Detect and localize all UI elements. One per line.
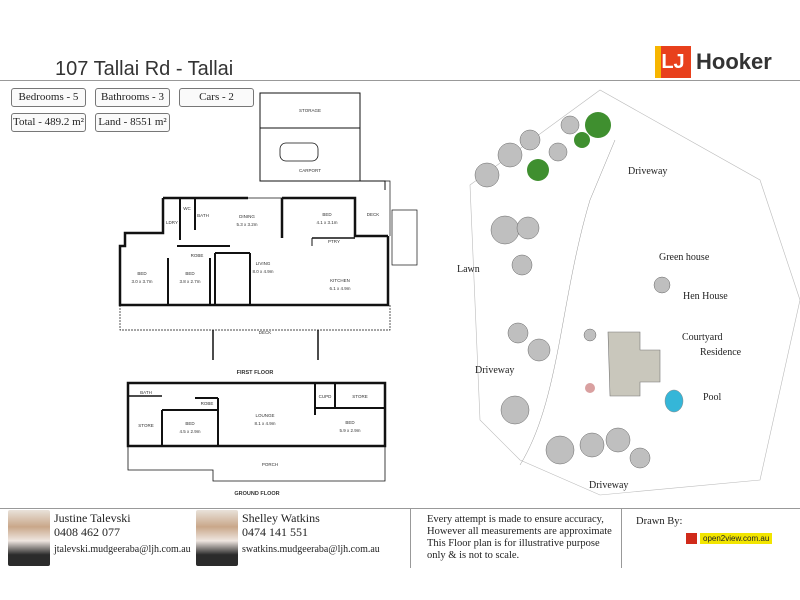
room-kitchen-size: 6.1 x 4.9m — [329, 286, 350, 291]
stat-bedrooms: Bedrooms - 5 — [11, 88, 86, 107]
room-dining: DINING — [239, 214, 255, 219]
room-wc: WC — [183, 206, 191, 211]
gf-lounge-size: 8.1 x 4.9m — [254, 421, 275, 426]
residence-roof — [607, 331, 661, 397]
stat-total: Total - 489.2 m² — [11, 113, 86, 132]
open2view-text: open2view.com.au — [700, 533, 773, 544]
gf-bath: BATH — [140, 390, 152, 395]
gf-bed-1-size: 4.5 x 2.9m — [179, 429, 200, 434]
gf-bed-2: BED — [345, 420, 355, 425]
site-plan — [469, 89, 800, 496]
agent-photo-1 — [8, 510, 50, 566]
footer-divider — [0, 508, 800, 509]
car-icon — [279, 142, 319, 162]
room-ldry: LDRY — [166, 220, 178, 225]
agent-email[interactable]: swatkins.mudgeeraba@ljh.com.au — [242, 543, 380, 555]
stat-cars: Cars - 2 — [179, 88, 254, 107]
room-living: LIVING — [256, 261, 271, 266]
header-divider — [0, 80, 800, 81]
logo-hooker: Hooker — [696, 49, 772, 74]
room-deck-top: DECK — [367, 212, 380, 217]
label-driveway-bottom: Driveway — [589, 480, 629, 491]
lj-hooker-logo: LJ Hooker — [655, 46, 779, 78]
label-courtyard: Courtyard — [682, 332, 723, 343]
room-robe: ROBE — [191, 253, 204, 258]
carport-outline — [259, 92, 361, 182]
footer-separator — [410, 508, 411, 568]
room-bed-1: BED — [322, 212, 332, 217]
agent-name: Justine Talevski — [54, 511, 131, 525]
ground-floor-caption: GROUND FLOOR — [234, 491, 279, 497]
room-bed-2-size: 3.0 x 3.7m — [131, 279, 152, 284]
drawn-by-label: Drawn By: — [636, 516, 683, 527]
gf-store-2: STORE — [352, 394, 367, 399]
label-driveway-left: Driveway — [475, 365, 515, 376]
open2view-logo[interactable]: open2view.com.au — [686, 533, 773, 544]
gf-porch: PORCH — [262, 462, 278, 467]
gf-cupd: CUPD — [319, 394, 333, 399]
room-bath: BATH — [197, 213, 209, 218]
agent-phone[interactable]: 0474 141 551 — [242, 525, 308, 540]
room-bed-1-size: 4.1 x 3.1m — [316, 220, 337, 225]
first-floor-caption: FIRST FLOOR — [237, 370, 274, 376]
agent-card-1: Justine Talevski 0408 462 077 jtalevski.… — [54, 511, 191, 556]
room-carport: CARPORT — [299, 168, 321, 173]
gf-store-1: STORE — [138, 423, 153, 428]
room-dining-size: 5.3 x 3.2m — [236, 222, 257, 227]
gf-bed-1: BED — [185, 421, 195, 426]
agent-email[interactable]: jtalevski.mudgeeraba@ljh.com.au — [54, 543, 191, 555]
room-deck: DECK — [259, 330, 272, 335]
floor-plan: STORAGE CARPORT DINING 5.3 x 3.2m BED 4.… — [118, 89, 800, 497]
gf-bed-2-size: 5.9 x 2.9m — [339, 428, 360, 433]
agent-phone[interactable]: 0408 462 077 — [54, 525, 120, 540]
label-residence: Residence — [700, 347, 742, 358]
gf-lounge: LOUNGE — [255, 413, 274, 418]
label-green-house: Green house — [659, 252, 710, 263]
logo-lj: LJ — [655, 46, 691, 78]
room-kitchen: KITCHEN — [330, 278, 350, 283]
room-bed-3: BED — [185, 271, 195, 276]
gf-robe: ROBE — [201, 401, 214, 406]
room-living-size: 8.0 x 4.9m — [252, 269, 273, 274]
agent-name: Shelley Watkins — [242, 511, 320, 525]
page-title: 107 Tallai Rd - Tallai — [55, 58, 234, 80]
stat-bathrooms: Bathrooms - 3 — [95, 88, 170, 107]
pool-shape — [664, 389, 684, 413]
agent-photo-2 — [196, 510, 238, 566]
label-lawn: Lawn — [457, 264, 480, 275]
label-driveway-top: Driveway — [628, 166, 668, 177]
disclaimer: Every attempt is made to ensure accuracy… — [427, 514, 612, 561]
label-pool: Pool — [703, 392, 722, 403]
footer-separator — [621, 508, 622, 568]
agent-card-2: Shelley Watkins 0474 141 551 swatkins.mu… — [242, 511, 380, 556]
room-bed-2: BED — [137, 271, 147, 276]
open2view-icon — [686, 533, 697, 544]
room-storage: STORAGE — [299, 108, 321, 113]
stat-land: Land - 8551 m² — [95, 113, 170, 132]
room-ptry: PTRY — [328, 239, 340, 244]
label-hen-house: Hen House — [683, 291, 728, 302]
room-bed-3-size: 3.8 x 2.7m — [179, 279, 200, 284]
